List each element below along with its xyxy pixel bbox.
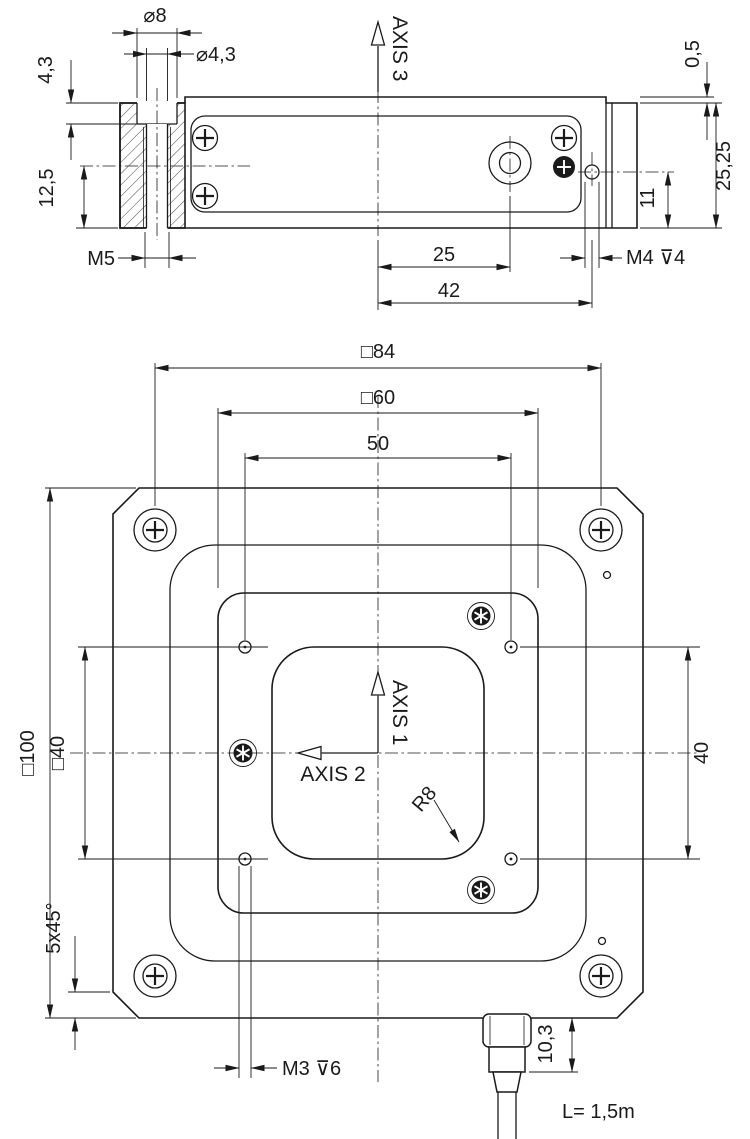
filled-screw (553, 156, 575, 178)
dim-counterbore-depth-label: 4,3 (35, 56, 57, 84)
pin-hole (597, 936, 607, 946)
dim-center-to-side-hole: 42 (377, 240, 593, 308)
outer-frame-outline (112, 487, 644, 1019)
axis3-arrowhead (370, 19, 386, 46)
m3-hole (504, 852, 518, 866)
corner-screw (579, 508, 623, 552)
inner-mechanism-outline (190, 115, 582, 213)
torx-screw (229, 739, 257, 767)
pin-hole (602, 570, 612, 580)
dim-thread-m5-label: M5 (87, 248, 115, 270)
dim-mount-pattern: □84 (154, 341, 602, 506)
dim-thread-m3-label: M3 ⊽6 (282, 1058, 341, 1080)
axis2-arrowhead (295, 745, 322, 761)
cable-connector (482, 1013, 532, 1139)
dim-corner-chamfer-label: 5x45° (43, 902, 65, 953)
dim-platform-size-label: □60 (361, 387, 395, 409)
connector-boot (492, 1071, 522, 1093)
dim-aperture-size-label: □40 (47, 736, 69, 770)
dim-side-hole-height-label: 11 (637, 188, 659, 209)
dim-through-dia-label: ⌀4,3 (196, 44, 236, 66)
axis1-arrowhead (370, 669, 386, 696)
dim-aperture-radius-label: R8 (408, 782, 441, 816)
torx-screw (467, 876, 495, 904)
dim-mount-pattern-label: □84 (361, 341, 395, 363)
plan-view: AXIS 1 AXIS 2 (70, 395, 700, 1139)
dim-overall-height: 25,25 (640, 102, 735, 229)
side-view: AXIS 3 (80, 16, 674, 240)
cable (497, 1092, 517, 1139)
cable-length-label: L= 1,5m (562, 1101, 635, 1123)
corner-screw (133, 508, 177, 552)
side-view-centerlines (80, 88, 674, 240)
dim-corner-chamfer: 5x45° (43, 902, 110, 1050)
cable-length-note: L= 1,5m (562, 1101, 635, 1123)
plan-view-centerlines (70, 395, 700, 1082)
dim-holes-y-label: 40 (691, 742, 713, 764)
connector-body (488, 1046, 526, 1073)
dim-outer-size: □100 (17, 487, 136, 1019)
axis1-arrow (370, 669, 386, 753)
dim-center-height-label: 12,5 (36, 169, 58, 208)
dim-counterbore-depth: 4,3 (35, 56, 140, 160)
phillips-screw (550, 124, 578, 152)
dim-holes-x: 50 (244, 433, 512, 640)
dim-aperture-radius: R8 (408, 782, 460, 843)
axis2-label: AXIS 2 (300, 763, 365, 786)
dim-through-dia: ⌀4,3 (124, 44, 236, 101)
axis2-arrow (295, 745, 378, 761)
dim-center-height: 12,5 (36, 165, 118, 229)
dim-side-hole-height: 11 (637, 171, 672, 229)
dim-top-step-label: 0,5 (682, 40, 704, 68)
dim-connector-height: 10,3 (529, 1017, 578, 1073)
dim-overall-height-label: 25,25 (713, 141, 735, 191)
dim-thread-m4-label: M4 ⊽4 (626, 247, 685, 269)
dim-center-to-pivot: 25 (377, 196, 511, 310)
torx-screw (467, 602, 495, 630)
dim-connector-height-label: 10,3 (535, 1025, 557, 1064)
dim-thread-m4: M4 ⊽4 (560, 182, 685, 269)
dim-thread-m3: M3 ⊽6 (214, 866, 341, 1080)
dim-center-to-pivot-label: 25 (433, 244, 455, 266)
axis3-label: AXIS 3 (388, 16, 411, 81)
m3-hole (504, 640, 518, 654)
through-hole (146, 124, 168, 229)
dim-counterbore-dia: ⌀8 (112, 5, 202, 98)
corner-screw (133, 954, 177, 998)
axis3-arrow (370, 19, 386, 92)
dim-counterbore-dia-label: ⌀8 (143, 5, 166, 27)
corner-screw (579, 954, 623, 998)
dim-holes-y: 40 (520, 646, 713, 860)
dim-top-step: 0,5 (640, 40, 722, 140)
dim-aperture-size: □40 (47, 646, 268, 860)
phillips-screw (191, 182, 219, 210)
dim-center-to-side-hole-label: 42 (438, 280, 460, 302)
axis1-label: AXIS 1 (388, 680, 411, 745)
phillips-screw (191, 124, 219, 152)
dim-thread-m5: M5 (87, 232, 196, 270)
dim-outer-size-label: □100 (17, 730, 39, 775)
dim-platform-size: □60 (217, 387, 539, 588)
dim-holes-x-label: 50 (367, 433, 389, 455)
